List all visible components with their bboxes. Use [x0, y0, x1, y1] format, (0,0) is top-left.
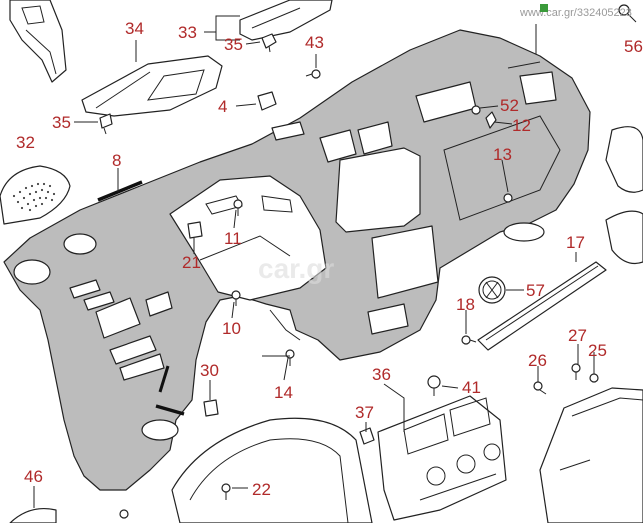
- heater-control-panel: [377, 395, 507, 521]
- clip-icon: [261, 33, 277, 53]
- callout-4: 4: [218, 97, 227, 116]
- upper-trim-cover: [81, 55, 223, 117]
- watermark-url: www.car.gr/332405223: [519, 7, 632, 19]
- callout-12: 12: [512, 116, 531, 135]
- callout-27: 27: [568, 326, 587, 345]
- clip-icon: [359, 427, 375, 445]
- screw-icon: [119, 509, 129, 519]
- emblem-icon: [478, 276, 506, 304]
- screw-icon: [485, 111, 497, 129]
- gasket-ring: [9, 507, 57, 523]
- callout-25: 25: [588, 341, 607, 360]
- screw-icon: [305, 69, 321, 79]
- clip-icon: [203, 399, 219, 417]
- callout-11: 11: [224, 229, 242, 248]
- screw-icon: [231, 290, 241, 306]
- callout-30: 30: [200, 361, 219, 380]
- screw-icon: [471, 105, 481, 115]
- dashboard-panel: [3, 29, 591, 491]
- callout-36: 36: [372, 365, 391, 384]
- screw-icon: [233, 199, 243, 216]
- screw-icon: [461, 335, 477, 345]
- bolt-icon: [618, 4, 637, 23]
- screw-icon: [533, 381, 547, 395]
- callout-22: 22: [252, 480, 271, 499]
- speaker-grille: [0, 165, 71, 225]
- side-vent-piece: [605, 126, 643, 265]
- leader-lines: [33, 15, 595, 508]
- callout-21: 21: [182, 253, 201, 272]
- connector-clip-icon: [257, 91, 277, 111]
- callout-35: 35: [224, 35, 243, 54]
- callout-26: 26: [528, 351, 547, 370]
- clip-icon: [99, 113, 113, 135]
- callout-35: 35: [52, 113, 71, 132]
- callout-37: 37: [355, 403, 374, 422]
- callout-32: 32: [16, 133, 35, 152]
- screw-icon: [589, 373, 599, 383]
- top-vent-piece: [239, 0, 333, 41]
- clip-icon: [427, 375, 441, 396]
- trim-strip: [97, 180, 185, 416]
- callout-13: 13: [493, 145, 512, 164]
- callout-18: 18: [456, 295, 475, 314]
- callout-56: 56: [624, 37, 643, 56]
- glove-box: [539, 387, 643, 523]
- trim-strip: [477, 261, 607, 351]
- screw-icon: [221, 483, 231, 500]
- callout-52: 52: [500, 96, 519, 115]
- instrument-bezel: [171, 417, 373, 523]
- watermark-logo-icon: [540, 4, 548, 12]
- callout-10: 10: [222, 319, 241, 338]
- callout-8: 8: [112, 151, 121, 170]
- callout-33: 33: [178, 23, 197, 42]
- screw-icon: [571, 363, 581, 380]
- callout-14: 14: [274, 383, 293, 402]
- upper-left-bracket: [9, 0, 67, 83]
- callout-34: 34: [125, 19, 144, 38]
- callout-41: 41: [462, 378, 481, 397]
- callout-43: 43: [305, 33, 324, 52]
- screw-icon: [503, 193, 513, 203]
- callout-57: 57: [526, 281, 545, 300]
- callout-17: 17: [566, 233, 585, 252]
- clip-icon: [187, 221, 203, 239]
- callout-46: 46: [24, 467, 43, 486]
- watermark-logo: car.gr: [258, 253, 334, 284]
- callout-labels: 34 33 35 43 56 4 35 52 12 32 8 13 11 21 …: [16, 19, 643, 499]
